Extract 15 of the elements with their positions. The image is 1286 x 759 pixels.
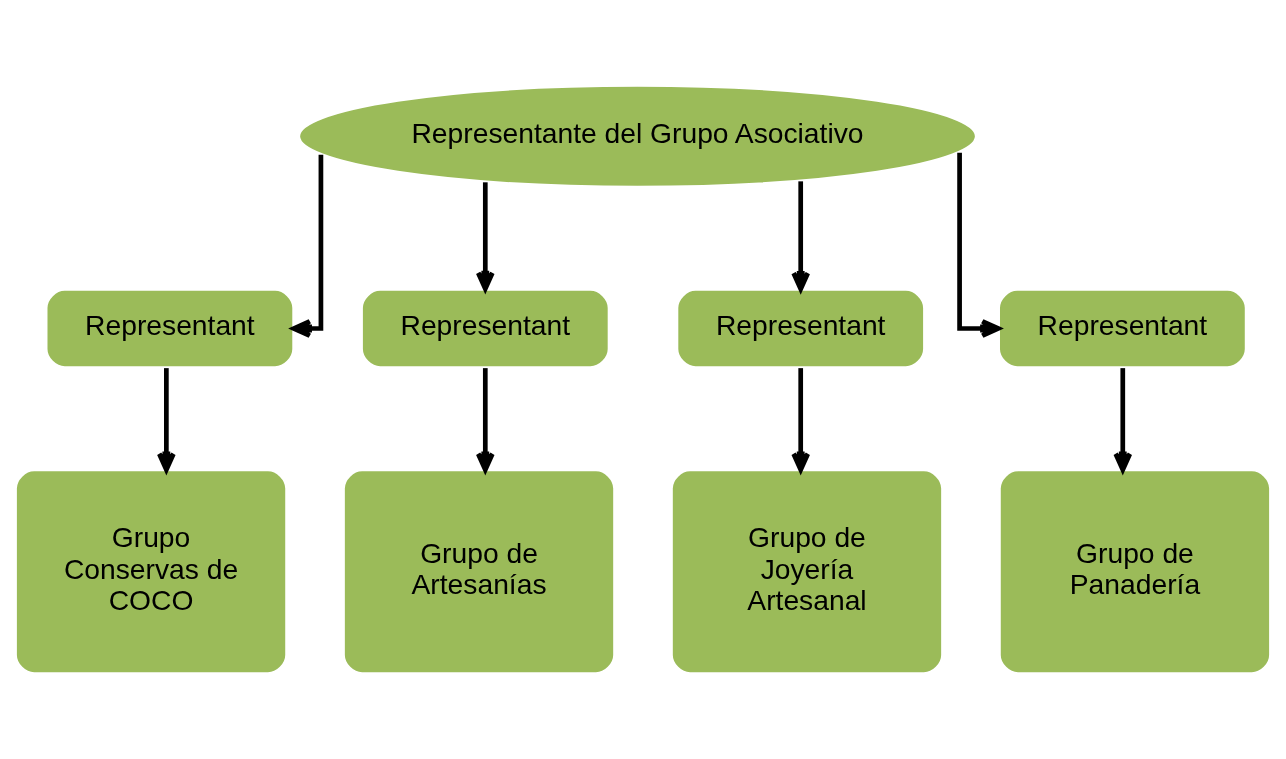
node-box: Representant <box>44 287 296 370</box>
node-box: Grupo de Joyería Artesanal <box>669 468 945 676</box>
node-box: Grupo de Panadería <box>997 468 1273 676</box>
arrow <box>475 368 495 473</box>
arrow <box>791 368 811 473</box>
node-box: Grupo de Artesanías <box>341 468 617 676</box>
arrow <box>957 152 1001 338</box>
arrow <box>156 368 176 473</box>
node-box: Representant <box>359 287 611 370</box>
node-box: Representant <box>675 287 927 370</box>
arrow <box>475 182 495 292</box>
arrow <box>791 181 811 292</box>
arrow <box>291 154 324 338</box>
node-box: Grupo Conservas de COCO <box>13 468 289 676</box>
arrow <box>1113 368 1133 473</box>
